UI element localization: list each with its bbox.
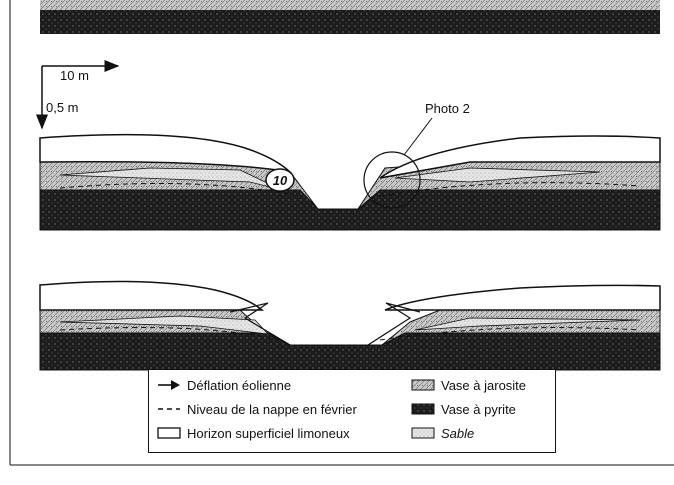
pyrite-layer-lower [40,333,660,370]
deflation-arrow-icon [157,379,181,391]
photo-2-label: Photo 2 [425,101,470,116]
pyrite-layer-upper [40,190,660,230]
legend-item-nappe: Niveau de la nappe en février [157,400,357,418]
horizon-swatch-icon [157,427,181,439]
legend-label-horizon: Horizon superficiel limoneux [187,426,350,441]
legend-item-horizon: Horizon superficiel limoneux [157,424,350,442]
jarosite-swatch-icon [411,379,435,391]
horizontal-scale-label: 10 m [60,68,89,83]
legend-label-nappe: Niveau de la nappe en février [187,402,357,417]
section-upper: 10 Photo 2 [40,101,660,230]
legend-label-sable: Sable [441,426,474,441]
legend-item-pyrite: Vase à pyrite [411,400,516,418]
marker-10-label: 10 [273,173,288,188]
section-lower [40,281,660,370]
legend-item-jarosite: Vase à jarosite [411,376,526,394]
legend: Déflation éolienne Niveau de la nappe en… [148,369,556,453]
legend-label-jarosite: Vase à jarosite [441,378,526,393]
sable-swatch-icon [411,427,435,439]
legend-item-sable: Sable [411,424,474,442]
horizon-layer-lower-left [40,281,262,310]
scale-bar: 10 m 0,5 m [42,66,118,128]
legend-item-deflation: Déflation éolienne [157,376,291,394]
top-strip [40,0,660,34]
pyrite-swatch-icon [411,403,435,415]
vertical-scale-label: 0,5 m [46,100,79,115]
dashed-line-icon [157,403,181,415]
legend-label-pyrite: Vase à pyrite [441,402,516,417]
horizon-layer-lower-right [385,285,660,310]
photo-2-leader [404,118,432,155]
legend-label-deflation: Déflation éolienne [187,378,291,393]
